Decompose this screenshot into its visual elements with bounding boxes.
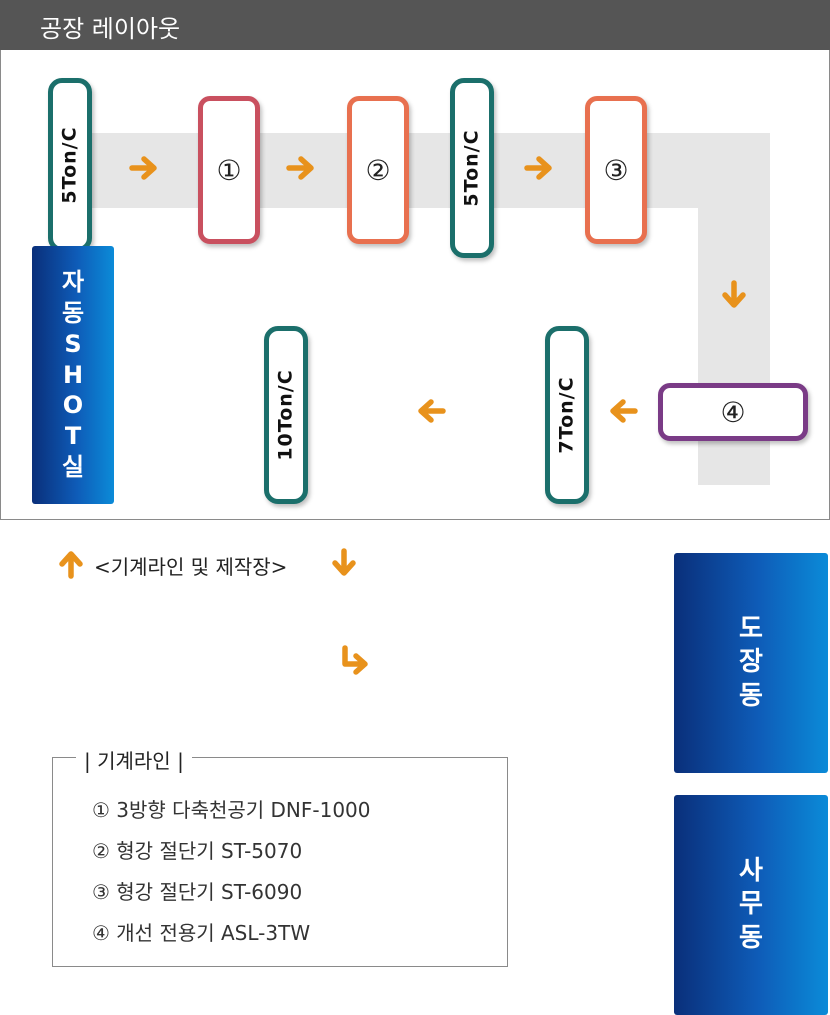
legend-title-bar: | [84, 749, 98, 773]
legend-item-2: ② 형강 절단기 ST-5070 [92, 839, 303, 863]
legend-title-bar: | [170, 749, 184, 773]
machine-number: ③ [603, 153, 629, 187]
arrow-turn-right-icon [342, 645, 368, 675]
machine-line-caption: <기계라인 및 제작장> [94, 555, 288, 579]
crane-5ton-left: 5Ton/C [48, 78, 92, 252]
shot-room-char: H [62, 360, 84, 389]
building-char: 도 [739, 614, 763, 645]
machine-number: ① [216, 153, 242, 187]
auto-shot-room: 자 동 S H O T 실 [32, 246, 114, 504]
office-building: 사 무 동 [674, 795, 828, 1015]
building-char: 동 [739, 680, 763, 711]
legend-title-text: 기계라인 [97, 749, 171, 773]
paint-building: 도 장 동 [674, 553, 828, 773]
arrow-right-icon [132, 159, 154, 177]
legend-title: | 기계라인 | [76, 745, 192, 774]
building-char: 무 [739, 889, 763, 920]
legend-box [52, 757, 508, 967]
shot-room-char: T [64, 422, 82, 451]
shot-room-char: O [62, 391, 84, 420]
crane-5ton-middle: 5Ton/C [450, 78, 494, 258]
crane-10ton: 10Ton/C [264, 326, 308, 504]
shot-room-char: 실 [61, 452, 85, 481]
header-bar [0, 0, 830, 50]
arrow-right-icon [527, 159, 549, 177]
legend-item-1: ① 3방향 다축천공기 DNF-1000 [92, 798, 371, 822]
crane-7ton: 7Ton/C [545, 326, 589, 504]
building-char: 사 [739, 856, 763, 887]
arrow-left-icon [613, 402, 635, 420]
arrow-right-icon [289, 159, 311, 177]
legend-item-3: ③ 형강 절단기 ST-6090 [92, 880, 303, 904]
arrow-left-icon [421, 402, 443, 420]
building-char: 동 [739, 922, 763, 953]
building-char: 장 [739, 647, 763, 678]
shot-room-char: 자 [61, 268, 85, 297]
machine-number: ② [365, 153, 391, 187]
page-title: 공장 레이아웃 [40, 15, 181, 43]
arrow-down-icon [725, 283, 743, 305]
machine-number: ④ [720, 395, 746, 429]
arrow-down-icon [335, 551, 353, 573]
machine-3: ③ [585, 96, 647, 244]
machine-2: ② [347, 96, 409, 244]
arrow-up-icon [62, 554, 80, 576]
legend-item-4: ④ 개선 전용기 ASL-3TW [92, 921, 311, 945]
shot-room-char: S [64, 329, 82, 358]
shot-room-char: 동 [61, 299, 85, 328]
machine-1: ① [198, 96, 260, 244]
machine-4: ④ [658, 383, 808, 441]
layout-frame [0, 50, 830, 520]
